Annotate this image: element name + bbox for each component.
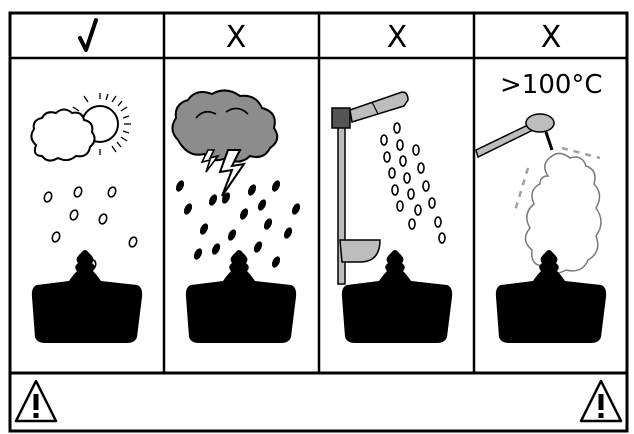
steam-cloud — [524, 152, 602, 274]
heavy-rain-drops — [175, 180, 301, 274]
washer-nozzle — [349, 91, 409, 123]
washer-grip — [331, 107, 351, 129]
light-rain-drops — [43, 186, 138, 271]
storm-cloud-icon — [171, 89, 279, 163]
panel-storm-heavy-rain — [171, 89, 301, 343]
header-cross-steam: X — [541, 20, 562, 55]
washer-spray-drops — [380, 122, 446, 244]
header-cross-storm: X — [226, 20, 247, 55]
lightning-icon — [218, 149, 247, 197]
warning-icon — [14, 379, 58, 423]
header-cross-pressure-washer: X — [387, 20, 408, 55]
cloud-icon — [30, 108, 96, 162]
panel-pressure-washer — [331, 91, 453, 343]
check-icon — [78, 18, 98, 52]
washer-handle — [339, 239, 381, 263]
lightning-small-icon — [200, 149, 220, 173]
header-check: ✓ — [78, 18, 98, 52]
warning-icon — [579, 379, 623, 423]
steam-nozzle — [525, 113, 555, 133]
panel-sun-light-rain — [30, 93, 143, 343]
temperature-label: >100°C — [500, 70, 603, 100]
panel-steam-cleaner: >100°C — [475, 70, 607, 343]
steam-wisps — [512, 146, 601, 215]
